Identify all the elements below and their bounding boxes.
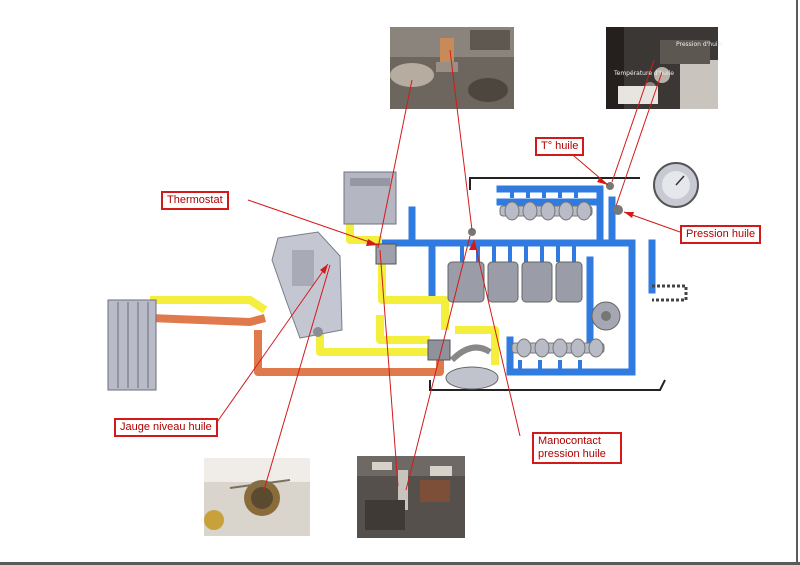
- photo-top-right: [606, 27, 718, 109]
- blue-oil-lines: [378, 185, 656, 376]
- label-manocontact-pression-huile: Manocontact pression huile: [532, 432, 622, 464]
- label-jauge-niveau-huile: Jauge niveau huile: [114, 418, 218, 437]
- frame-right-border: [796, 0, 798, 565]
- sensor-t-huile: [606, 182, 614, 190]
- oil-filter-box: [343, 171, 397, 225]
- label-t-huile: T° huile: [535, 137, 585, 156]
- photo-caption-temperature: Température d'huile: [614, 70, 675, 77]
- timing-chain: [652, 284, 688, 302]
- photo-caption-pression: Pression d'huile: [676, 41, 723, 48]
- label-thermostat: Thermostat: [161, 191, 229, 210]
- photo-bottom-left: [204, 458, 310, 536]
- label-manocontact-line1: Manocontact: [538, 435, 601, 447]
- oil-cooler: [107, 299, 157, 391]
- photo-top-center: [390, 27, 514, 109]
- label-manocontact-line2: pression huile: [538, 448, 606, 460]
- oil-sump: [445, 344, 499, 390]
- sensor-pression-huile: [613, 205, 623, 215]
- return-tube: [429, 177, 666, 391]
- camshaft-bottom: [511, 338, 605, 358]
- callout-arrowheads: [320, 177, 634, 274]
- oil-pressure-gauge: [653, 162, 699, 208]
- crankshaft: [447, 261, 583, 303]
- label-pression-huile: Pression huile: [680, 225, 762, 244]
- frame-bottom-border: [0, 562, 800, 565]
- blue-droppers: [460, 189, 582, 372]
- orange-oil-lines: [149, 314, 444, 376]
- sensor-manocontact: [468, 228, 476, 236]
- thermostat-body: [375, 243, 397, 265]
- pulley: [591, 301, 621, 331]
- camshaft-top: [499, 201, 593, 221]
- oil-tank: [271, 231, 343, 339]
